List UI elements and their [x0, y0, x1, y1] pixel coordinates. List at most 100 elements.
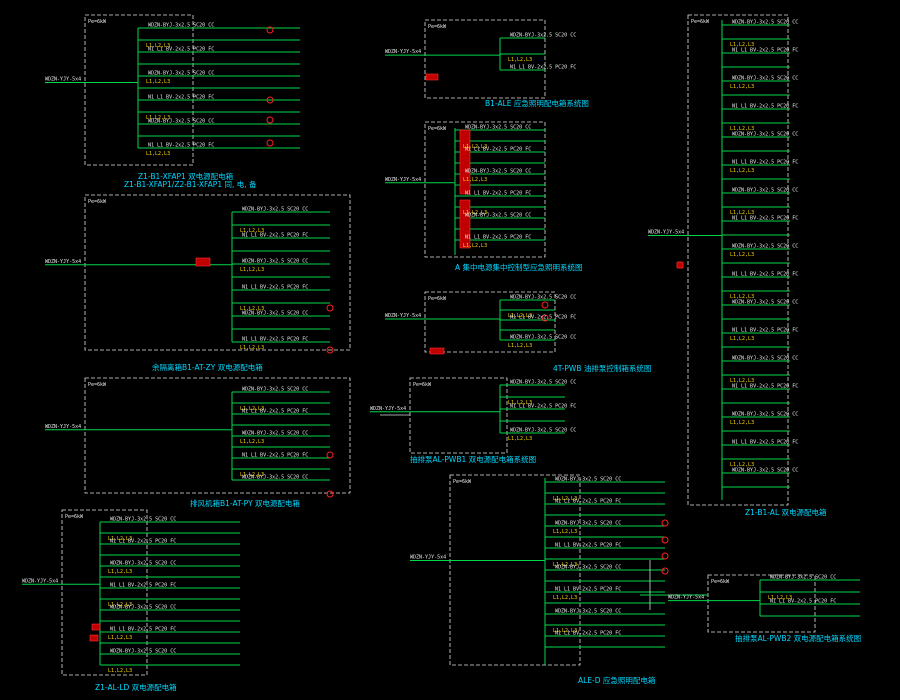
circuit-label: WDZN-YJY-5x4	[45, 77, 81, 83]
circuit-label: N1 L1 BV-2x2.5 PC20 FC	[110, 539, 176, 545]
alarm-terminal	[541, 314, 549, 322]
circuit-label: Pe=6kW	[453, 479, 472, 485]
panel-title-emergency-lighting: A 集中电源集中控制型应急照明系统图	[455, 262, 583, 272]
panel-title-4t-pwb: 4T-PWB 油排泵控制箱系统图	[553, 363, 651, 373]
circuit-label: WDZN-BYJ-3x2.5 SC20 CC	[510, 428, 576, 434]
circuit-label: N1 L1 BV-2x2.5 PC20 FC	[148, 95, 214, 101]
circuit-label: L1,L2,L3	[146, 43, 170, 49]
circuit-label: L1,L2,L3	[730, 294, 754, 300]
circuit-label: WDZN-BYJ-3x2.5 SC20 CC	[110, 517, 176, 523]
circuit-label: WDZN-BYJ-3x2.5 SC20 CC	[242, 387, 308, 393]
circuit-label: N1 L1 BV-2x2.5 PC20 FC	[510, 404, 576, 410]
circuit-label: N1 L1 BV-2x2.5 PC20 FC	[732, 160, 798, 166]
circuit-label: L1,L2,L3	[240, 267, 264, 273]
circuit-label: L1,L2,L3	[108, 668, 132, 674]
panel-frame	[84, 194, 351, 351]
circuit-label: WDZN-BYJ-3x2.5 SC20 CC	[242, 311, 308, 317]
circuit-label: L1,L2,L3	[108, 602, 132, 608]
circuit-label: N1 L1 BV-2x2.5 PC20 FC	[242, 337, 308, 343]
circuit-label: WDZN-BYJ-3x2.5 SC20 CC	[732, 76, 798, 82]
circuit-label: L1,L2,L3	[553, 562, 577, 568]
circuit-label: WDZN-BYJ-3x2.5 SC20 CC	[242, 475, 308, 481]
panel-frame	[84, 377, 351, 494]
circuit-label: Pe=6kW	[88, 199, 107, 205]
panel-frame	[424, 291, 556, 353]
alarm-device	[425, 73, 439, 81]
circuit-label: WDZN-YJY-5x4	[45, 259, 81, 265]
panel-title-b1-ale: B1-ALE 应急照明配电箱系统图	[485, 98, 589, 108]
circuit-label: WDZN-BYJ-3x2.5 SC20 CC	[770, 575, 836, 581]
alarm-symbols	[89, 26, 684, 642]
circuit-label: WDZN-BYJ-3x2.5 SC20 CC	[510, 33, 576, 39]
circuit-label: L1,L2,L3	[508, 400, 532, 406]
alarm-terminal	[326, 451, 334, 459]
alarm-terminal	[326, 346, 334, 354]
circuit-label: WDZN-YJY-5x4	[668, 595, 704, 601]
circuit-label: WDZN-BYJ-3x2.5 SC20 CC	[555, 609, 621, 615]
panel-title-z1-b1-al: Z1-B1-AL 双电源配电箱	[745, 507, 827, 517]
panel-frame	[424, 121, 546, 258]
circuit-label: N1 L1 BV-2x2.5 PC20 FC	[732, 272, 798, 278]
circuit-label: L1,L2,L3	[730, 462, 754, 468]
circuit-label: L1,L2,L3	[730, 252, 754, 258]
circuit-label: L1,L2,L3	[730, 42, 754, 48]
circuit-label: L1,L2,L3	[240, 406, 264, 412]
circuit-label: N1 L1 BV-2x2.5 PC20 FC	[110, 627, 176, 633]
circuit-label: L1,L2,L3	[553, 595, 577, 601]
alarm-terminal	[661, 536, 669, 544]
circuit-label: N1 L1 BV-2x2.5 PC20 FC	[555, 499, 621, 505]
circuit-label: Pe=6kW	[691, 19, 710, 25]
circuit-label: WDZN-YJY-5x4	[45, 424, 81, 430]
circuit-label: Pe=6kW	[428, 296, 447, 302]
circuit-label: WDZN-BYJ-3x2.5 SC20 CC	[732, 188, 798, 194]
circuit-label: WDZN-BYJ-3x2.5 SC20 CC	[242, 259, 308, 265]
alarm-terminal	[266, 139, 274, 147]
circuit-label: WDZN-BYJ-3x2.5 SC20 CC	[732, 412, 798, 418]
circuit-label: WDZN-YJY-5x4	[385, 313, 421, 319]
circuit-label: N1 L1 BV-2x2.5 PC20 FC	[732, 440, 798, 446]
panel-title-xfap1: Z1-B1-XFAP1 双电源配电箱	[138, 171, 234, 181]
circuit-label: L1,L2,L3	[508, 57, 532, 63]
circuit-label: L1,L2,L3	[240, 439, 264, 445]
circuit-label: L1,L2,L3	[240, 306, 264, 312]
circuit-label: Pe=6kW	[711, 579, 730, 585]
circuit-label: WDZN-BYJ-3x2.5 SC20 CC	[148, 71, 214, 77]
circuit-label: WDZN-BYJ-3x2.5 SC20 CC	[732, 468, 798, 474]
circuit-label: WDZN-BYJ-3x2.5 SC20 CC	[555, 565, 621, 571]
circuit-label: L1,L2,L3	[768, 595, 792, 601]
circuit-label: L1,L2,L3	[553, 496, 577, 502]
panel-frame	[84, 14, 194, 166]
circuit-label: WDZN-YJY-5x4	[410, 555, 446, 561]
circuit-label: L1,L2,L3	[730, 210, 754, 216]
circuit-label: Pe=6kW	[413, 382, 432, 388]
panel-title-al-pwb2: 抽排泵AL-PWB2 双电源配电箱系统图	[735, 633, 861, 643]
alarm-device	[676, 261, 684, 269]
circuit-label: L1,L2,L3	[240, 472, 264, 478]
circuit-label: WDZN-BYJ-3x2.5 SC20 CC	[732, 300, 798, 306]
circuit-label: Pe=6kW	[428, 126, 447, 132]
alarm-device	[91, 623, 101, 631]
circuit-label: N1 L1 BV-2x2.5 PC20 FC	[465, 191, 531, 197]
circuit-label: N1 L1 BV-2x2.5 PC20 FC	[732, 216, 798, 222]
circuit-label: WDZN-BYJ-3x2.5 SC20 CC	[465, 213, 531, 219]
circuit-label: WDZN-BYJ-3x2.5 SC20 CC	[510, 380, 576, 386]
circuit-label: N1 L1 BV-2x2.5 PC20 FC	[732, 48, 798, 54]
circuit-label: L1,L2,L3	[240, 345, 264, 351]
panel-title-xfap1-note: Z1-B1-XFAP1/Z2-B1-XFAP1 同, 电, 备	[124, 179, 257, 189]
circuit-label: N1 L1 BV-2x2.5 PC20 FC	[770, 599, 836, 605]
circuit-label: WDZN-BYJ-3x2.5 SC20 CC	[732, 356, 798, 362]
circuit-label: N1 L1 BV-2x2.5 PC20 FC	[148, 47, 214, 53]
circuit-label: L1,L2,L3	[240, 228, 264, 234]
circuit-label: WDZN-BYJ-3x2.5 SC20 CC	[732, 132, 798, 138]
circuit-label: L1,L2,L3	[730, 168, 754, 174]
panel-frames	[61, 14, 816, 676]
alarm-terminal	[266, 26, 274, 34]
panel-title-al-ld: Z1-AL-LD 双电源配电箱	[95, 682, 177, 692]
circuit-label: WDZN-BYJ-3x2.5 SC20 CC	[555, 521, 621, 527]
circuit-label: N1 L1 BV-2x2.5 PC20 FC	[110, 583, 176, 589]
circuit-label: N1 L1 BV-2x2.5 PC20 FC	[242, 453, 308, 459]
circuit-label: L1,L2,L3	[508, 313, 532, 319]
circuit-label: Pe=6kW	[88, 382, 107, 388]
alarm-device	[89, 634, 99, 642]
